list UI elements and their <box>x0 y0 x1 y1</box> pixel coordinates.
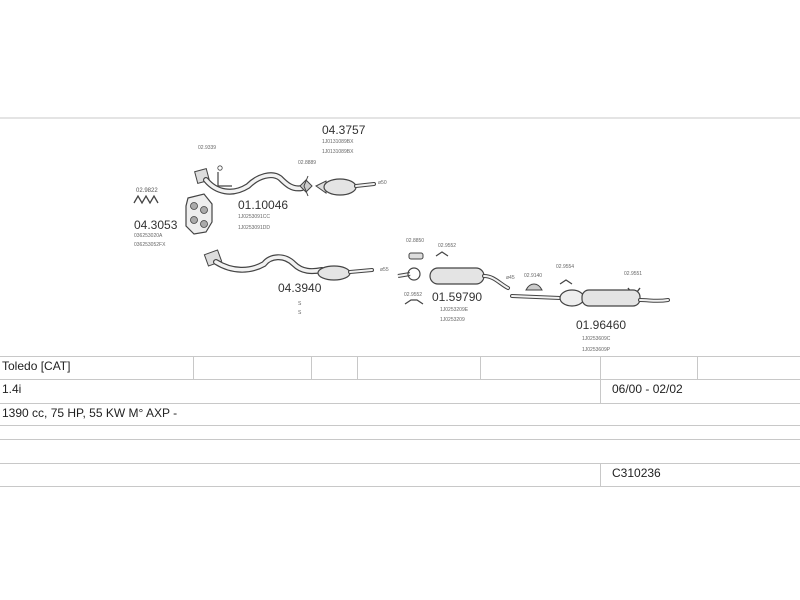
table-divider-5 <box>600 356 601 379</box>
table-divider-4 <box>480 356 481 379</box>
table-line-2 <box>0 379 800 380</box>
clamp-02-8889-label: 02.8889 <box>298 160 316 166</box>
diameter-50-label: ø50 <box>378 180 387 186</box>
clamp-02-8889[interactable]: 02.8889 <box>298 160 316 197</box>
clamp-02-9822[interactable]: 02.9822 <box>133 188 159 205</box>
table-line-1 <box>0 356 800 357</box>
hanger-02-8850[interactable]: 02.8850 <box>406 238 424 260</box>
manifold-04-3053[interactable]: 04.3053 036253020A 036253052FX <box>134 193 213 248</box>
catalyst-04-3940-label: 04.3940 <box>278 281 322 295</box>
diameter-55-label: ø55 <box>380 267 389 273</box>
rear-box-oem-1: 1J0253609C <box>582 336 611 342</box>
table-divider-2 <box>311 356 312 379</box>
catalyst-04-3757-label: 04.3757 <box>322 123 366 137</box>
hanger-02-9552-a[interactable]: 02.9552 <box>435 243 456 257</box>
manifold-oem-2: 036253052FX <box>134 242 166 248</box>
system-code: C310236 <box>612 466 661 480</box>
front-pipe-oem-1: 1J0253091CC <box>238 214 270 220</box>
middle-box-oem-2: 1J0253209 <box>440 317 465 323</box>
middle-box-01-59790[interactable]: 01.59790 1J0253209E 1J0253209 ø45 <box>397 267 515 323</box>
vehicle-period: 06/00 - 02/02 <box>612 382 683 396</box>
catalyst-oem-1: 1J0131089BX <box>322 139 354 145</box>
table-divider-3 <box>357 356 358 379</box>
table-divider-1 <box>193 356 194 379</box>
manifold-04-3053-label: 04.3053 <box>134 218 178 232</box>
table-divider-7 <box>600 379 601 403</box>
rear-box-01-96460[interactable]: 01.96460 1J0253609C 1J0253609P <box>510 289 670 353</box>
clamp-02-9339-label: 02.9339 <box>198 145 216 151</box>
middle-box-oem-1: 1J0253209E <box>440 307 469 313</box>
middle-box-01-59790-label: 01.59790 <box>432 290 482 304</box>
front-pipe-01-10046-label: 01.10046 <box>238 198 288 212</box>
catalyst-04-3757[interactable]: 04.3757 1J0131089BX 1J0131089BX ø50 <box>315 123 387 196</box>
table-line-3 <box>0 403 800 404</box>
hanger-02-9554[interactable]: 02.9554 <box>556 264 574 285</box>
vehicle-model: Toledo [CAT] <box>2 359 71 373</box>
table-divider-8 <box>600 463 601 486</box>
catalyst-04-3940[interactable]: 04.3940 S S ø55 <box>203 249 389 316</box>
hanger-02-9552-a-label: 02.9552 <box>438 243 456 249</box>
front-pipe-oem-2: 1J0253091DD <box>238 225 270 231</box>
front-pipe-01-10046[interactable]: 01.10046 1J0253091CC 1J0253091DD <box>194 168 305 231</box>
table-divider-6 <box>697 356 698 379</box>
manifold-oem-1: 036253020A <box>134 233 163 239</box>
table-line-4 <box>0 425 800 426</box>
hanger-02-9551-label: 02.9551 <box>624 271 642 277</box>
table-line-5 <box>0 439 800 440</box>
hanger-02-8850-label: 02.8850 <box>406 238 424 244</box>
table-line-7 <box>0 486 800 487</box>
catalyst-oem-2: 1J0131089BX <box>322 149 354 155</box>
catalyst-note-2: S <box>298 310 302 316</box>
clamp-02-9140[interactable]: 02.9140 <box>524 273 543 291</box>
clamp-02-9140-label: 02.9140 <box>524 273 542 279</box>
rear-box-oem-2: 1J0253609P <box>582 347 611 353</box>
hanger-02-9552-b-label: 02.9552 <box>404 292 422 298</box>
table-line-6 <box>0 463 800 464</box>
rear-box-01-96460-label: 01.96460 <box>576 318 626 332</box>
clamp-02-9822-label: 02.9822 <box>136 188 158 194</box>
vehicle-engine: 1.4i <box>2 382 22 396</box>
diameter-45-label: ø45 <box>506 275 515 281</box>
hanger-02-9552-b[interactable]: 02.9552 <box>404 292 424 305</box>
hanger-02-9554-label: 02.9554 <box>556 264 574 270</box>
catalyst-note-1: S <box>298 301 302 307</box>
vehicle-specs: 1390 cc, 75 HP, 55 KW M° AXP - <box>2 406 178 420</box>
